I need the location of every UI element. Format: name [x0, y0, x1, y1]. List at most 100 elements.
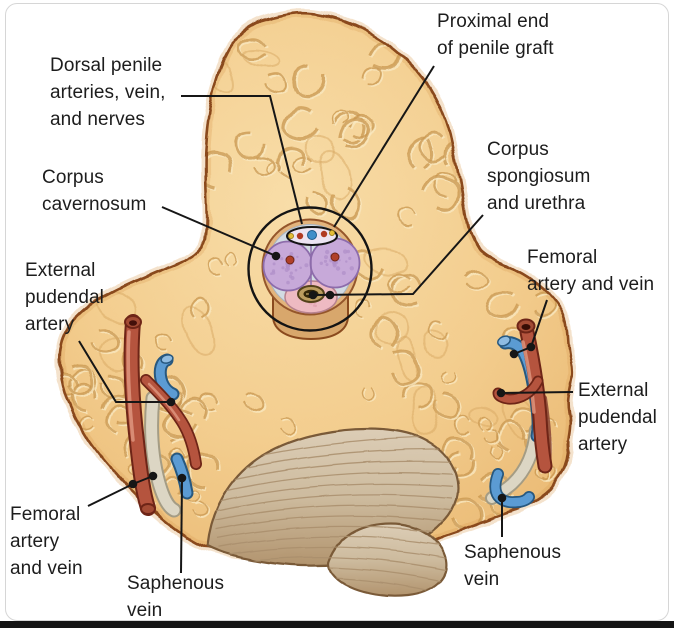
saphenous-vein-right-cut-end: [497, 335, 511, 347]
bottom-strip: [0, 621, 674, 628]
fat-texture-squiggle: [237, 36, 267, 62]
fat-texture-squiggle-hl: [80, 416, 96, 432]
fat-texture-squiggle: [453, 415, 471, 436]
fat-texture-squiggle-hl: [466, 271, 491, 293]
fat-texture-squiggle: [490, 444, 504, 461]
corpus-texture-dot: [290, 276, 295, 280]
corpus-texture-dot: [348, 256, 352, 260]
corpus-texture-dot: [325, 249, 330, 255]
corpus-texture-dot: [341, 271, 346, 275]
fat-texture-squiggle: [280, 416, 297, 436]
fat-texture-blob: [375, 310, 408, 346]
fat-texture-squiggle: [421, 176, 461, 212]
fat-texture-blob: [242, 49, 280, 69]
label-proximal-end: Proximal end of penile graft: [437, 11, 554, 59]
fat-texture-squiggle: [253, 155, 276, 176]
fat-texture-squiggle: [428, 320, 449, 339]
dot-corpus-cavernosum: [271, 251, 281, 261]
fat-texture-squiggle: [486, 291, 519, 319]
fat-texture-squiggle: [265, 73, 287, 93]
corpus-texture-dot: [294, 268, 298, 272]
fat-texture-squiggle: [464, 270, 489, 291]
fat-tissue-group: [49, 14, 572, 558]
corpus-texture-dot: [281, 266, 285, 270]
fat-texture-squiggle: [484, 428, 499, 445]
fat-texture-squiggle: [533, 290, 557, 317]
corpus-texture-dot: [299, 266, 302, 270]
fat-texture-squiggle: [91, 328, 120, 355]
fat-texture-blob: [411, 385, 440, 436]
scrotum-striation: [213, 493, 453, 513]
fat-texture-squiggle: [234, 131, 266, 160]
dot-femoral-vein-right: [509, 349, 519, 359]
corpus-texture-dot: [296, 255, 299, 259]
dot-saphenous-left: [177, 473, 187, 483]
label-saphenous-right: Saphenous vein: [464, 542, 562, 590]
label-femoral-left: Femoral artery and vein: [10, 504, 83, 579]
leader-saphenous-left: [180, 479, 183, 574]
corpus-texture-dot: [304, 263, 309, 268]
scrotum-striation: [217, 525, 453, 540]
dot-femoral-vein-left: [148, 471, 158, 481]
cavernosal-artery-right: [330, 252, 340, 262]
corpus-texture-dot: [335, 266, 341, 271]
corpus-texture-dot: [345, 260, 348, 263]
dot-corpus-spongiosum: [325, 290, 335, 300]
fat-texture-squiggle: [348, 115, 375, 139]
corpus-texture-dot: [289, 252, 294, 256]
fat-texture-blob: [303, 134, 337, 164]
fat-texture-squiggle-hl: [441, 372, 457, 386]
fat-texture-squiggle: [282, 107, 318, 141]
dorsal-nerve-left: [287, 232, 294, 239]
fat-texture-squiggle: [354, 298, 371, 316]
corpus-texture-dot: [271, 269, 276, 273]
spongiosum-texture-dot: [312, 304, 316, 307]
femoral-artery-right-lumen: [521, 324, 531, 330]
magnifier-circle: [247, 206, 373, 332]
fat-texture-squiggle: [206, 257, 224, 277]
saphenous-vein-right-bottom: [491, 469, 534, 507]
fat-texture-squiggle: [439, 370, 456, 385]
femoral-artery-left-lumen: [129, 320, 137, 326]
corpus-texture-dot: [325, 263, 329, 267]
femoral-artery-left-bottom-end: [140, 503, 156, 515]
corpus-texture-dot: [343, 249, 348, 254]
dot-external-pudendal-right: [496, 388, 506, 398]
leader-proximal-end: [333, 65, 435, 228]
corpus-texture-dot: [289, 271, 293, 275]
fat-texture-squiggle: [189, 295, 210, 319]
femoral-artery-right-highlight: [521, 340, 536, 414]
fat-texture-blob: [423, 328, 448, 357]
fat-texture-squiggle: [67, 364, 95, 396]
corpus-texture-dot: [285, 264, 291, 269]
dorsal-nerve-right: [328, 229, 335, 236]
scrotum-striation: [210, 471, 453, 496]
saphenous-vein-left-cut-end: [160, 354, 174, 364]
label-saphenous-left: Saphenous vein: [127, 573, 225, 621]
fat-texture-squiggle: [330, 186, 362, 219]
femoral-vein-left: [146, 392, 180, 516]
corpus-texture-dot: [270, 272, 273, 276]
fat-texture-squiggle: [433, 172, 456, 198]
leader-lines: [78, 65, 574, 574]
leader-dorsal-penile: [181, 95, 303, 225]
dot-external-pudendal-left: [166, 397, 176, 407]
corpus-texture-dot: [319, 261, 323, 265]
corpus-texture-dot: [346, 249, 351, 254]
fat-texture-squiggle-hl: [188, 491, 203, 505]
dot-urethra: [308, 290, 318, 300]
fat-texture-squiggle: [292, 63, 326, 99]
corpus-texture-dot: [324, 255, 328, 260]
fat-texture-squiggle: [242, 393, 264, 412]
dot-femoral-artery-left: [128, 479, 138, 489]
fat-texture: [59, 31, 560, 531]
fat-texture-squiggle-hl: [225, 253, 239, 268]
scrotum-striation: [211, 482, 453, 504]
fat-texture-squiggle: [449, 498, 484, 529]
leader-dots: [128, 251, 536, 503]
label-external-pudendal-right: External pudendal artery: [578, 380, 657, 455]
dot-saphenous-right: [497, 493, 507, 503]
corpus-texture-dot: [332, 263, 337, 268]
corpus-texture-dot: [272, 262, 276, 266]
